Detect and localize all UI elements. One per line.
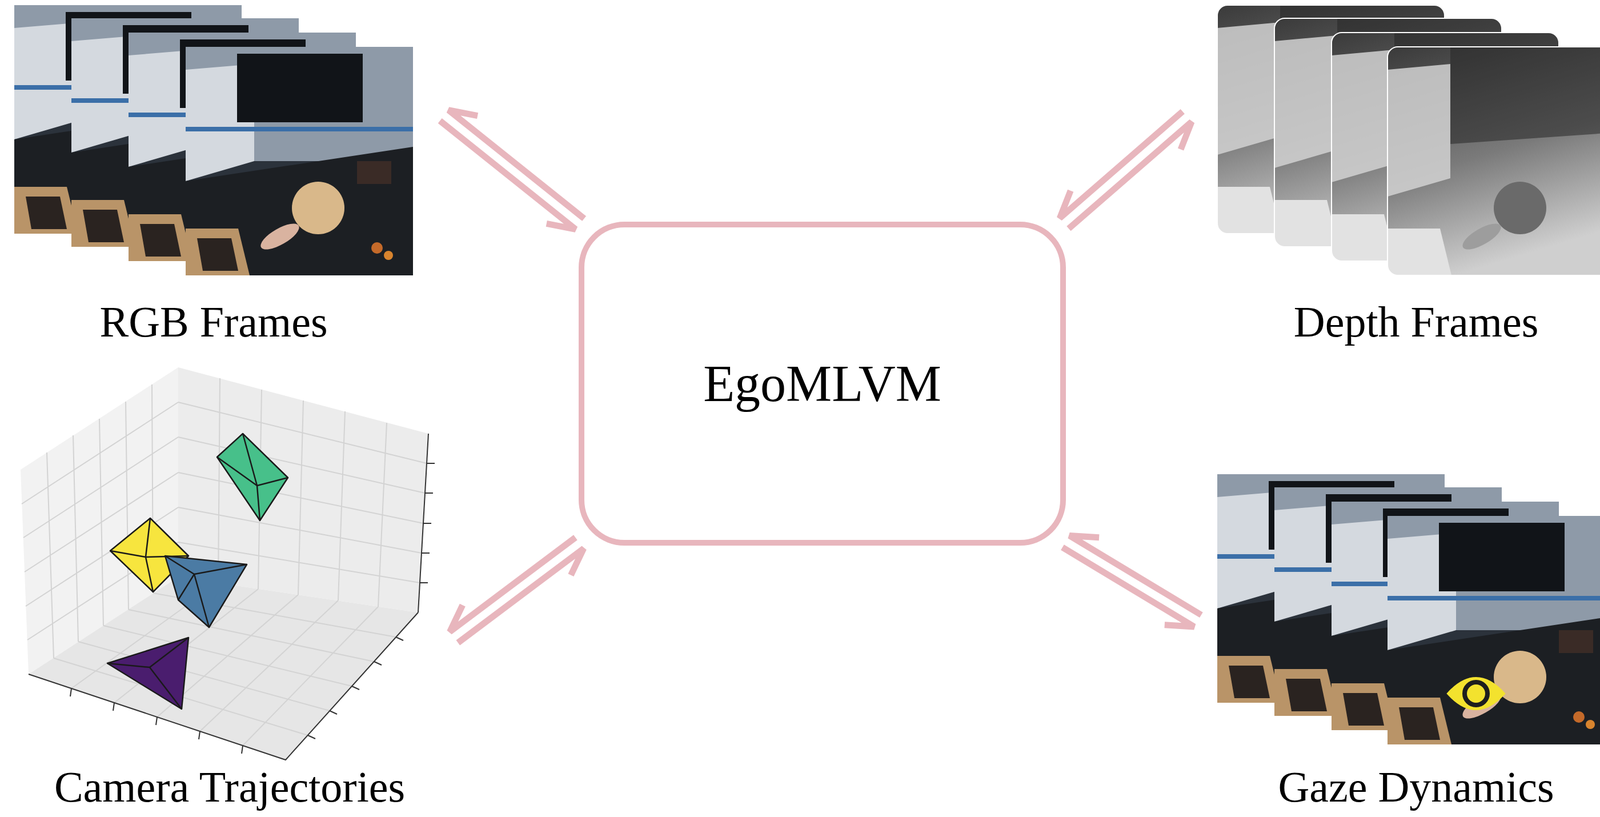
image-panel: RGB Frames [14,5,413,347]
double-arrow [439,110,584,230]
panel-caption: Camera Trajectories [54,763,405,812]
rgb-frame [185,46,413,276]
arrow-stroke [449,537,576,632]
panel-caption: RGB Frames [99,298,328,347]
double-arrow [1062,535,1202,627]
gaze-frame-stack [1217,474,1600,745]
arrow-stroke [458,548,584,643]
double-arrow [1059,111,1192,229]
arrow-stroke [439,120,576,230]
camera-plot [20,367,435,760]
arrow-stroke [1069,535,1202,616]
gaze-frame [1387,515,1600,745]
depth-frame-stack [1217,5,1600,276]
arrow-stroke [1062,547,1195,627]
image-panel: Depth Frames [1217,5,1600,347]
model-box: EgoMLVM [578,221,1066,546]
plot-panel: Camera Trajectories [15,367,444,812]
camera-pose-markers [107,433,288,709]
rgb-frame-stack [14,5,413,276]
arrow-stroke [1059,111,1183,219]
model-name: EgoMLVM [703,355,942,412]
gaze-eye-icon [1448,678,1505,709]
arrow-stroke [448,110,584,219]
panel-caption: Depth Frames [1293,298,1539,347]
arrow-stroke [1068,121,1192,229]
double-arrow [449,537,584,643]
depth-frame [1387,46,1600,276]
image-panel: Gaze Dynamics [1217,474,1600,812]
panel-caption: Gaze Dynamics [1277,763,1554,812]
